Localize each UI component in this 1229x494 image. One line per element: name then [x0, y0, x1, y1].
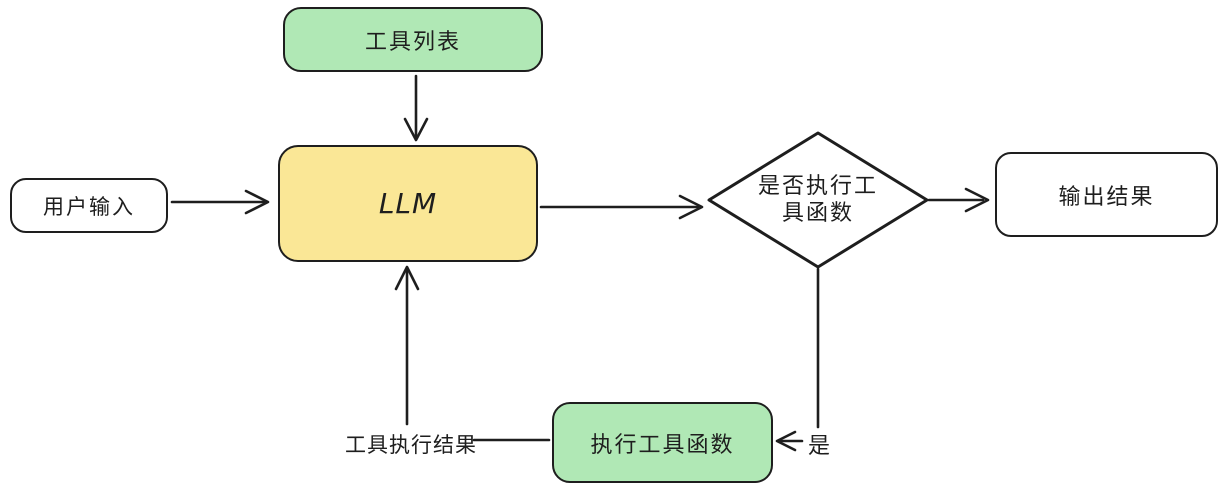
- arrowhead-toolresult-to-llm: [394, 265, 420, 291]
- node-tool-list: 工具列表: [283, 7, 543, 72]
- node-user-input: 用户输入: [10, 178, 168, 233]
- arrowhead-toollist-to-llm: [403, 117, 429, 142]
- node-output: 输出结果: [995, 152, 1218, 237]
- node-llm-label: LLM: [378, 187, 438, 220]
- node-output-label: 输出结果: [1058, 184, 1155, 210]
- arrowhead-userinput-to-llm: [244, 189, 270, 215]
- node-llm: LLM: [278, 145, 538, 262]
- decision-diamond-shape: [707, 131, 929, 269]
- edge-label-yes: 是: [807, 434, 830, 459]
- arrowhead-decision-to-execute: [775, 430, 797, 452]
- node-execute-tool-label: 执行工具函数: [590, 432, 735, 458]
- edge-label-tool-result: 工具执行结果: [345, 433, 477, 457]
- node-decision-label: 是否执行工 具函数: [729, 173, 907, 227]
- node-decision-label-line2: 具函数: [781, 201, 854, 226]
- node-execute-tool: 执行工具函数: [552, 402, 773, 483]
- node-decision-label-line1: 是否执行工: [757, 174, 878, 199]
- node-user-input-label: 用户输入: [43, 194, 135, 219]
- node-tool-list-label: 工具列表: [364, 29, 461, 55]
- arrowhead-decision-to-output: [964, 187, 990, 213]
- arrowhead-llm-to-decision: [678, 194, 704, 220]
